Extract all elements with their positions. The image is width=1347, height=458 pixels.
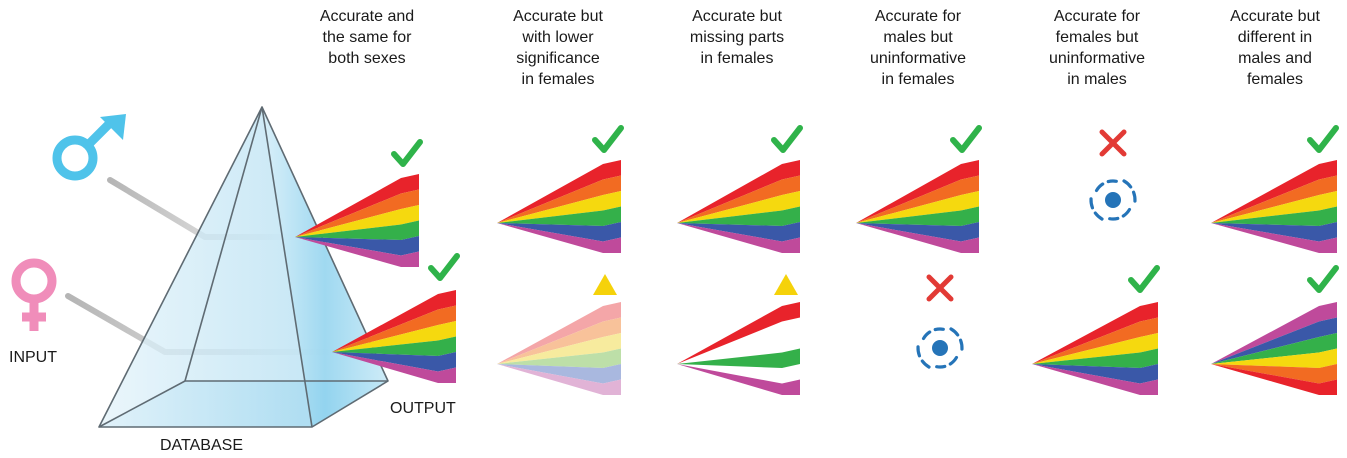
fan-band-6	[295, 237, 419, 267]
female-output-fan-2	[497, 302, 621, 395]
column-header-6: Accurate but different in males and fema…	[1230, 8, 1320, 88]
check-icon-female-6	[1307, 265, 1339, 293]
check-icon-male-1	[391, 139, 423, 167]
check-icon-female-1	[428, 253, 460, 281]
uninformative-dot-icon-male-5	[1089, 179, 1137, 221]
column-header-5: Accurate for females but uninformative i…	[1048, 8, 1146, 88]
fan-band-5	[295, 236, 419, 256]
fan-band-4	[677, 206, 800, 226]
fan-band-2	[497, 317, 621, 364]
fan-band-4	[677, 348, 800, 368]
fan-band-3	[677, 191, 800, 223]
warning-triangle-icon-female-3	[774, 274, 798, 295]
male-output-fan-2	[497, 160, 621, 253]
fan-band-1	[1211, 302, 1337, 364]
fan-band-4	[497, 206, 621, 226]
fan-band-5	[497, 222, 621, 242]
fan-band-4	[295, 220, 419, 240]
input-label: INPUT	[9, 349, 57, 366]
cross-icon-male-5	[1099, 129, 1127, 157]
output-label: OUTPUT	[390, 400, 456, 417]
male-output-fan-4	[856, 160, 979, 253]
fan-band-5	[1032, 364, 1158, 384]
fan-band-2	[1211, 175, 1337, 223]
fan-band-2	[295, 189, 419, 237]
warning-triangle-icon-female-2	[593, 274, 617, 295]
column-header-2: Accurate but with lower significance in …	[513, 8, 603, 88]
female-output-fan-5	[1032, 302, 1158, 395]
fan-band-3	[497, 191, 621, 223]
fan-band-1	[856, 160, 979, 223]
check-icon-male-6	[1307, 125, 1339, 153]
fan-band-3	[497, 333, 621, 364]
cross-icon-female-4	[926, 274, 954, 302]
fan-band-5	[1211, 222, 1337, 242]
fan-band-6	[497, 223, 621, 253]
fan-band-1	[677, 160, 800, 223]
fan-band-2	[677, 175, 800, 223]
fan-band-2	[1211, 317, 1337, 364]
fan-band-1	[332, 290, 456, 352]
fan-band-2	[856, 175, 979, 223]
database-label: DATABASE	[160, 437, 243, 454]
fan-band-3	[295, 205, 419, 237]
fan-band-4	[497, 348, 621, 368]
male-symbol-icon	[52, 114, 126, 181]
pyramid-database	[98, 106, 389, 428]
female-output-fan-3	[677, 302, 800, 395]
fan-band-2	[497, 175, 621, 223]
fan-band-4	[1032, 348, 1158, 368]
male-output-fan-3	[677, 160, 800, 253]
female-output-fan-1	[332, 290, 456, 383]
fan-band-3	[1211, 333, 1337, 364]
fan-band-4	[856, 206, 979, 226]
fan-band-5	[497, 364, 621, 384]
fan-band-6	[677, 223, 800, 253]
check-icon-female-5	[1128, 265, 1160, 293]
male-output-fan-1	[295, 174, 419, 267]
fan-band-1	[497, 302, 621, 364]
fan-band-6	[677, 364, 800, 395]
fan-band-1	[1211, 160, 1337, 223]
fan-band-1	[295, 174, 419, 237]
fan-band-1	[677, 302, 800, 364]
fan-band-6	[1032, 364, 1158, 395]
fan-band-5	[677, 222, 800, 242]
fan-band-6	[1211, 364, 1337, 395]
fan-band-1	[1032, 302, 1158, 364]
fan-band-3	[1211, 191, 1337, 223]
female-symbol-icon	[11, 258, 57, 331]
fan-band-3	[856, 191, 979, 223]
fan-band-5	[856, 222, 979, 242]
fan-band-3	[332, 321, 456, 352]
fan-band-2	[332, 305, 456, 352]
fan-band-6	[497, 364, 621, 395]
column-header-1: Accurate and the same for both sexes	[319, 8, 415, 67]
male-output-fan-6	[1211, 160, 1337, 253]
check-icon-male-4	[950, 125, 982, 153]
fan-band-6	[1211, 223, 1337, 253]
fan-band-1	[497, 160, 621, 223]
fan-band-4	[332, 336, 456, 356]
uninformative-dot-icon-female-4	[916, 327, 964, 369]
fan-band-4	[1211, 348, 1337, 368]
fan-band-3	[1032, 333, 1158, 364]
fan-band-5	[332, 352, 456, 372]
column-header-4: Accurate for males but uninformative in …	[869, 8, 967, 88]
fan-band-4	[1211, 206, 1337, 226]
female-output-fan-6	[1211, 302, 1337, 395]
column-header-3: Accurate but missing parts in females	[689, 8, 785, 67]
fan-band-2	[1032, 317, 1158, 364]
fan-band-6	[856, 223, 979, 253]
fan-band-6	[332, 352, 456, 383]
check-icon-male-3	[771, 125, 803, 153]
fan-band-5	[1211, 364, 1337, 384]
check-icon-male-2	[592, 125, 624, 153]
